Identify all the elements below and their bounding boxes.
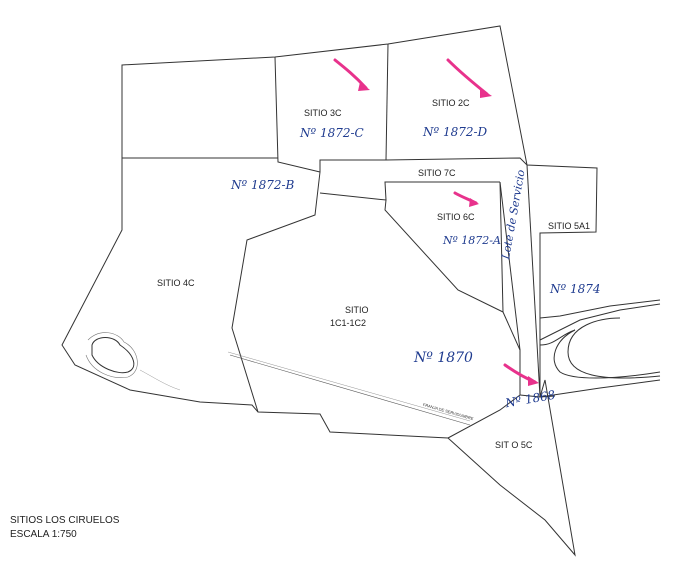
label-sitio-1c-codes: 1C1-1C2 [330, 318, 367, 328]
road-bottom [539, 379, 661, 398]
arrowhead-6c [469, 198, 479, 207]
road-loop [567, 317, 661, 379]
map-caption: SITIOS LOS CIRUELOS ESCALA 1:750 [10, 514, 119, 542]
pond [91, 337, 135, 374]
line-lote-east [526, 164, 541, 398]
label-sitio-3c: SITIO 3C [304, 108, 342, 118]
line-4c-east [231, 171, 321, 413]
outer-boundary [61, 25, 598, 557]
line-1c-east [447, 311, 521, 439]
handwritten-5a1: Nº 1874 [550, 282, 601, 296]
label-sitio-5a1: SITIO 5A1 [548, 221, 591, 231]
easement-strip-2 [227, 351, 471, 422]
arrowhead-3c [358, 82, 370, 91]
label-sitio-7c: SITIO 7C [418, 168, 456, 178]
arrowhead-5c [528, 376, 539, 386]
label-sitio-2c: SITIO 2C [432, 98, 470, 108]
line-6c [384, 199, 504, 313]
road-loop-2 [539, 329, 661, 379]
handwritten-3c: Nº 1872-C [300, 126, 364, 140]
line-lote-west [499, 181, 521, 351]
pond-trail [139, 369, 181, 391]
label-sitio-1c: SITIO [345, 305, 369, 315]
label-sitio-5c: SIT O 5C [495, 440, 533, 450]
easement-strip [229, 354, 471, 426]
road-top-2 [539, 299, 661, 319]
arrowhead-2c [480, 88, 492, 98]
line-5c [519, 394, 541, 398]
road-top [539, 303, 661, 341]
caption-scale: ESCALA 1:750 [10, 529, 77, 540]
line-6c-east [499, 181, 504, 313]
handwritten-6c: Nº 1872-A [443, 234, 501, 247]
line-7c-bottom [319, 181, 500, 201]
line-7c-top [319, 157, 528, 172]
line-3c-2c [385, 43, 389, 161]
label-sitio-4c: SITIO 4C [157, 278, 195, 288]
caption-title: SITIOS LOS CIRUELOS [10, 515, 120, 526]
handwritten-2c: Nº 1872-D [423, 125, 488, 139]
label-sitio-6c: SITIO 6C [437, 212, 475, 222]
line-3c-left [274, 56, 321, 173]
handwritten-1c: Nº 1870 [414, 350, 473, 366]
handwritten-4c: Nº 1872-B [231, 178, 295, 192]
pond-outline [85, 332, 138, 378]
